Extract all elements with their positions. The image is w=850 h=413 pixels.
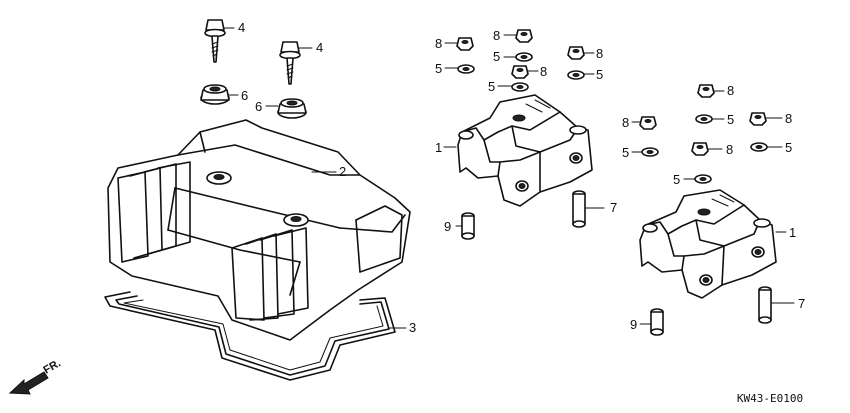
callout-label: 8: [540, 64, 547, 79]
nut-icon: [567, 46, 585, 60]
leader-lines: [223, 27, 795, 329]
grommet-right: [277, 98, 307, 119]
nut-icon: [749, 112, 767, 126]
rocker-arm-holder-upper: [457, 94, 593, 207]
diagram-code: KW43-E0100: [737, 392, 803, 405]
callout-label: 4: [238, 20, 245, 35]
callout-label: 8: [493, 28, 500, 43]
callout-label: 5: [596, 67, 603, 82]
nut-icon: [511, 65, 529, 79]
callout-label: 9: [630, 317, 637, 332]
callout-label: 8: [596, 46, 603, 61]
callout-label: 7: [798, 296, 805, 311]
nut-icon: [691, 142, 709, 156]
callout-label: 9: [444, 219, 451, 234]
callout-label: 8: [785, 111, 792, 126]
washer-icon: [511, 82, 529, 92]
dowel-pin-9-lower: [650, 308, 664, 336]
nut-icon: [515, 29, 533, 43]
callout-label: 5: [493, 49, 500, 64]
washer-icon: [750, 142, 768, 152]
cylinder-head-cover: [107, 119, 411, 341]
callout-label: 3: [409, 320, 416, 335]
callout-label: 1: [435, 140, 442, 155]
front-direction-marker: FR.: [8, 357, 63, 395]
callout-label: 2: [339, 164, 346, 179]
nut-icon: [697, 84, 715, 98]
callout-label: 7: [610, 200, 617, 215]
bolt-right: [279, 41, 301, 85]
front-arrow-icon: [8, 371, 49, 395]
washer-icon: [457, 64, 475, 74]
callout-labels: 4 4 6 6 2 3 8 8 8 8 5 5 5 5 1 7 9 8 8 8 …: [238, 20, 805, 335]
callout-label: 8: [435, 36, 442, 51]
callout-label: 5: [727, 112, 734, 127]
dowel-pin-7-lower: [758, 286, 772, 324]
nuts-and-washers: [456, 29, 768, 184]
washer-icon: [694, 174, 712, 184]
rocker-arm-holder-lower: [639, 189, 777, 299]
washer-icon: [515, 52, 533, 62]
callout-label: 5: [622, 145, 629, 160]
washer-icon: [641, 147, 659, 157]
dowel-pin-9-upper: [461, 212, 475, 240]
callout-label: 8: [622, 115, 629, 130]
callout-label: 5: [488, 79, 495, 94]
nut-icon: [456, 37, 474, 51]
nut-icon: [639, 116, 657, 130]
dowel-pin-7-upper: [572, 190, 586, 228]
callout-label: 5: [435, 61, 442, 76]
washer-icon: [567, 70, 585, 80]
callout-label: 5: [785, 140, 792, 155]
washer-icon: [695, 114, 713, 124]
callout-label: 8: [727, 83, 734, 98]
callout-label: 8: [726, 142, 733, 157]
callout-label: 1: [789, 225, 796, 240]
callout-label: 4: [316, 40, 323, 55]
callout-label: 5: [673, 172, 680, 187]
front-label: FR.: [42, 357, 63, 376]
callout-label: 6: [241, 88, 248, 103]
bolt-left: [204, 19, 226, 63]
cylinder-head-cover-gasket: [104, 291, 396, 381]
callout-label: 6: [255, 99, 262, 114]
grommet-left: [200, 84, 230, 105]
